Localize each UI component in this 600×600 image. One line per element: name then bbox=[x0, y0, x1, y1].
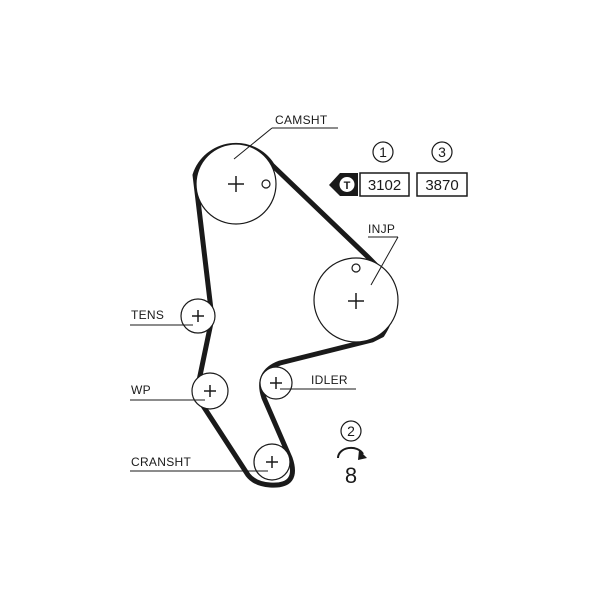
marker-2: 2 bbox=[340, 420, 362, 442]
injection-pump-pulley bbox=[313, 257, 399, 343]
label-crankshaft: CRANSHT bbox=[130, 455, 268, 472]
label-water-pump: WP bbox=[130, 383, 205, 401]
marker-1: 1 bbox=[372, 141, 394, 163]
part-number-b: 3870 bbox=[425, 177, 458, 194]
svg-text:1: 1 bbox=[379, 144, 387, 160]
rotation-count: 8 bbox=[345, 463, 357, 488]
label-injection-pump: INJP bbox=[368, 222, 399, 286]
svg-text:3: 3 bbox=[438, 144, 446, 160]
idler-pulley bbox=[259, 366, 293, 400]
camshaft-pulley bbox=[195, 143, 277, 225]
tensioner-label: TENS bbox=[131, 308, 164, 322]
part-box-b: 3870 bbox=[416, 172, 468, 197]
label-idler: IDLER bbox=[280, 373, 356, 390]
water-pump-label: WP bbox=[131, 383, 151, 397]
camshaft-label: CAMSHT bbox=[275, 113, 328, 127]
rotation-indicator: 8 bbox=[336, 446, 367, 488]
timing-mark-icon bbox=[351, 263, 361, 273]
svg-text:T: T bbox=[344, 180, 351, 192]
tensioner-pulley bbox=[180, 298, 216, 334]
label-camshaft: CAMSHT bbox=[233, 113, 338, 160]
svg-text:2: 2 bbox=[347, 423, 355, 439]
clockwise-rotation-arrow-icon bbox=[336, 446, 364, 459]
water-pump-pulley bbox=[191, 372, 229, 410]
timing-mark-icon bbox=[261, 179, 271, 189]
crankshaft-label: CRANSHT bbox=[131, 455, 191, 469]
injection-pump-label: INJP bbox=[368, 222, 395, 236]
label-tensioner: TENS bbox=[130, 308, 193, 326]
timing-badge: T bbox=[329, 173, 358, 196]
marker-3: 3 bbox=[431, 141, 453, 163]
idler-label: IDLER bbox=[311, 373, 348, 387]
part-box-a: 3102 bbox=[359, 172, 410, 197]
crankshaft-pulley bbox=[253, 443, 291, 481]
part-number-a: 3102 bbox=[368, 177, 401, 194]
